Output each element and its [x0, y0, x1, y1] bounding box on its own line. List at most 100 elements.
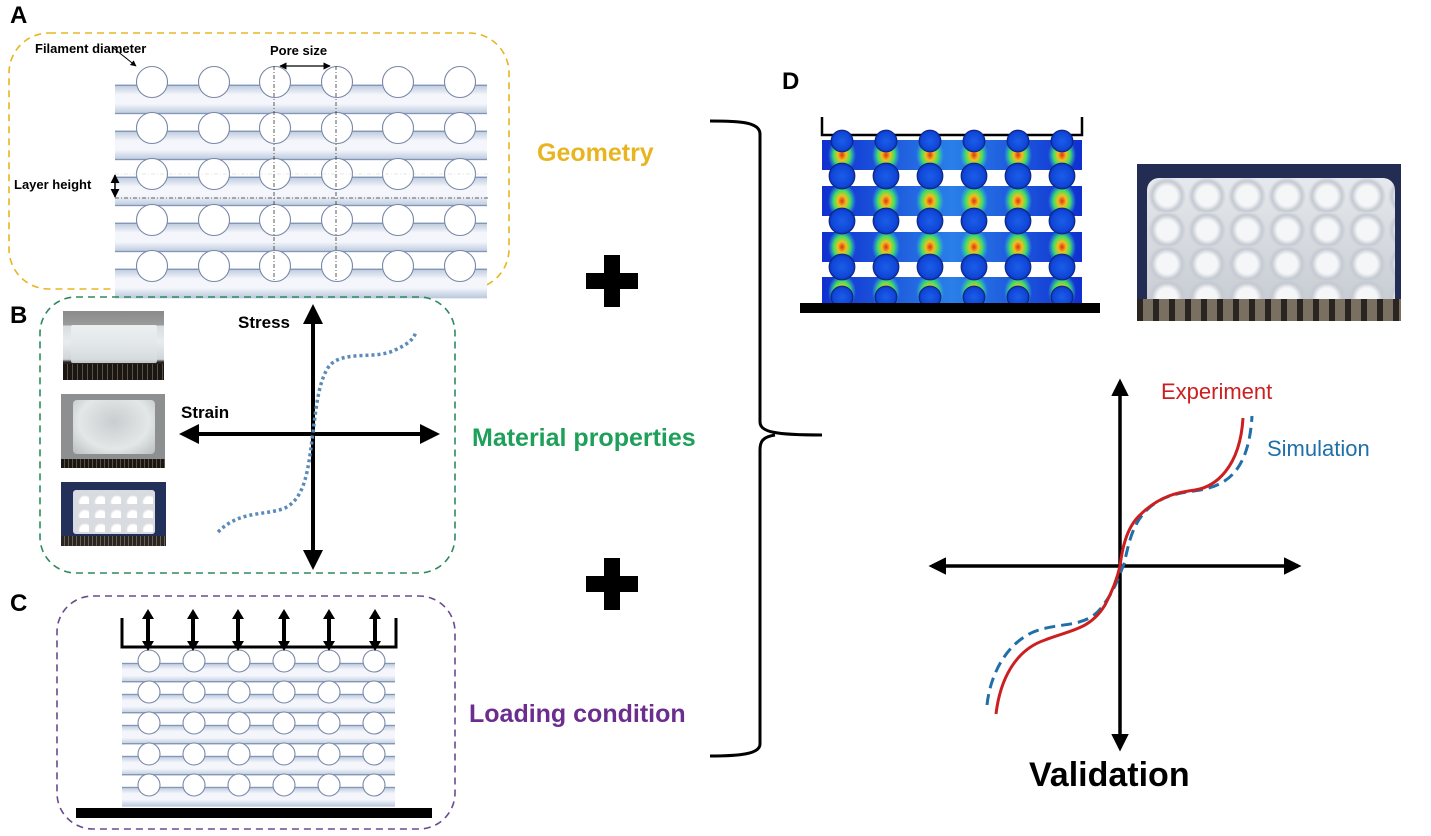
filament-cross-section: [137, 649, 161, 673]
filament-cross-section: [182, 680, 206, 704]
filament-band: [115, 268, 487, 299]
load-arrow-head: [187, 609, 199, 619]
filament-band: [115, 222, 487, 253]
filament-cross-section: [381, 65, 415, 99]
filament-cross-section: [227, 649, 251, 673]
fem-filament-section: [918, 129, 942, 153]
fem-band: [822, 140, 1082, 170]
load-arrow-head: [187, 641, 199, 651]
fem-filament-section: [960, 207, 988, 235]
filament-cross-section: [381, 111, 415, 145]
filament-cross-section: [227, 742, 251, 766]
panel-letter-c: C: [10, 590, 28, 617]
filament-cross-section: [272, 711, 296, 735]
fem-filament-section: [828, 253, 856, 281]
fem-band: [822, 232, 1082, 262]
filament-cross-section: [197, 249, 231, 283]
fem-filament-section: [960, 162, 988, 190]
filament-cross-section: [258, 111, 292, 145]
filament-band: [122, 662, 395, 683]
load-arrow-head: [323, 609, 335, 619]
filament-cross-section: [317, 680, 341, 704]
validation-title: Validation: [1029, 756, 1190, 794]
filament-cross-section: [197, 111, 231, 145]
filament-band: [122, 786, 395, 807]
filament-band: [115, 130, 487, 161]
load-arrow-head: [323, 641, 335, 651]
filament-cross-section: [135, 249, 169, 283]
filament-cross-section: [362, 742, 386, 766]
filament-cross-section: [381, 203, 415, 237]
fem-top-platen: [820, 117, 1084, 137]
load-arrows: [142, 609, 381, 651]
fem-filament-section: [1048, 253, 1076, 281]
filament-diameter-label: Filament diameter: [35, 41, 147, 56]
filament-cross-section: [381, 249, 415, 283]
strain-axis-label: Strain: [181, 403, 230, 422]
loading-condition-title: Loading condition: [469, 700, 686, 728]
layer-height-label: Layer height: [14, 177, 92, 192]
plus-icon: [586, 255, 638, 307]
fem-filament-section: [1050, 129, 1074, 153]
filament-cross-section: [137, 711, 161, 735]
fem-filament-section: [872, 207, 900, 235]
filament-cross-section: [317, 711, 341, 735]
fem-bottom-platen: [800, 303, 1100, 313]
filament-cross-section: [182, 649, 206, 673]
stress-axis-label: Stress: [238, 313, 290, 332]
filament-cross-section: [362, 773, 386, 797]
panel-letter-a: A: [10, 2, 28, 29]
loading-box: [56, 595, 456, 830]
material-properties-title: Material properties: [472, 424, 696, 452]
filament-band: [122, 724, 395, 745]
geometry-box: [8, 32, 510, 290]
filament-cross-section: [137, 742, 161, 766]
combine-bracket: [709, 119, 823, 758]
filament-cross-section: [258, 65, 292, 99]
material-box: [39, 296, 456, 574]
fem-filament-section: [1048, 162, 1076, 190]
filament-cross-section: [258, 203, 292, 237]
bulk-sample-photo: [63, 311, 164, 380]
filament-cross-section: [135, 111, 169, 145]
pore-size-label: Pore size: [270, 43, 328, 58]
load-arrow-head: [369, 609, 381, 619]
filament-cross-section: [362, 649, 386, 673]
fem-filament-section: [874, 129, 898, 153]
top-platen: [120, 618, 398, 649]
lattice-geometry-a: [115, 65, 487, 299]
fem-stress-contour: [822, 129, 1082, 310]
filament-diameter-pointer: [111, 46, 137, 67]
fem-filament-section: [916, 207, 944, 235]
filament-cross-section: [258, 249, 292, 283]
load-arrow-head: [232, 609, 244, 619]
lattice-loading-c: [122, 649, 395, 807]
fem-filament-section: [1006, 129, 1030, 153]
filament-cross-section: [320, 203, 354, 237]
fem-filament-section: [960, 253, 988, 281]
filament-cross-section: [227, 711, 251, 735]
experiment-curve: [994, 417, 1245, 715]
fem-filament-section: [828, 162, 856, 190]
fem-band: [822, 277, 1082, 307]
geometry-title: Geometry: [537, 139, 654, 167]
fem-filament-section: [962, 129, 986, 153]
printed-scaffold-photo: [61, 482, 166, 546]
material-stress-strain-curve: [216, 331, 418, 534]
fem-filament-section: [872, 253, 900, 281]
load-arrow-head: [278, 609, 290, 619]
filament-cross-section: [443, 203, 477, 237]
fem-filament-section: [830, 129, 854, 153]
filament-cross-section: [320, 65, 354, 99]
filament-cross-section: [182, 711, 206, 735]
bottom-platen: [76, 808, 432, 818]
filament-cross-section: [362, 680, 386, 704]
fem-filament-section: [828, 207, 856, 235]
fem-filament-section: [1004, 253, 1032, 281]
printed-scaffold-experiment-photo: [1137, 164, 1401, 321]
filament-band: [115, 84, 487, 115]
filament-cross-section: [443, 249, 477, 283]
load-arrow-head: [369, 641, 381, 651]
panel-letter-b: B: [10, 302, 28, 329]
